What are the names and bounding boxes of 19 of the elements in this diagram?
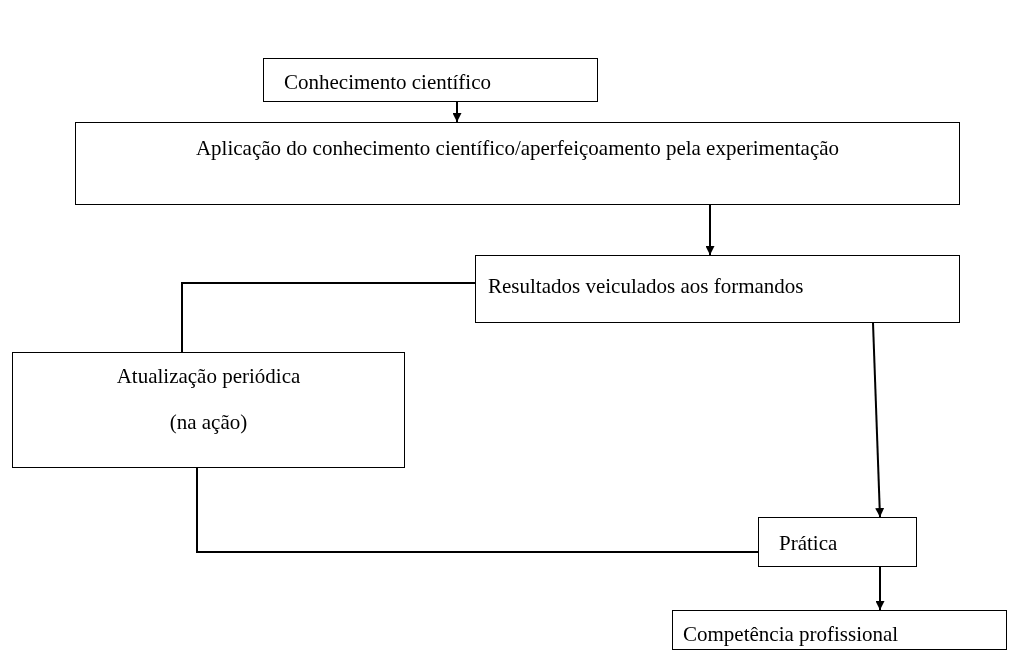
box-text: Conhecimento científico [284, 69, 492, 96]
arrow [875, 566, 885, 611]
box-text: Aplicação do conhecimento científico/aperfeiçoamento pela experimentação [194, 135, 841, 162]
box-text: Competência profissional [683, 621, 899, 648]
box-text: (na ação) [168, 409, 249, 436]
box-text: Atualização periódica [115, 363, 302, 390]
arrow [452, 101, 462, 123]
process-box [75, 122, 960, 205]
arrow [872, 322, 885, 518]
connector-line [196, 467, 759, 553]
box-text: Prática [779, 530, 838, 557]
process-box [475, 255, 960, 323]
process-box [758, 517, 917, 567]
arrow [705, 204, 715, 256]
connector-line [181, 282, 476, 353]
box-text: Resultados veiculados aos formandos [488, 273, 804, 300]
process-box [263, 58, 598, 102]
process-box [12, 352, 405, 468]
process-box [672, 610, 1007, 650]
